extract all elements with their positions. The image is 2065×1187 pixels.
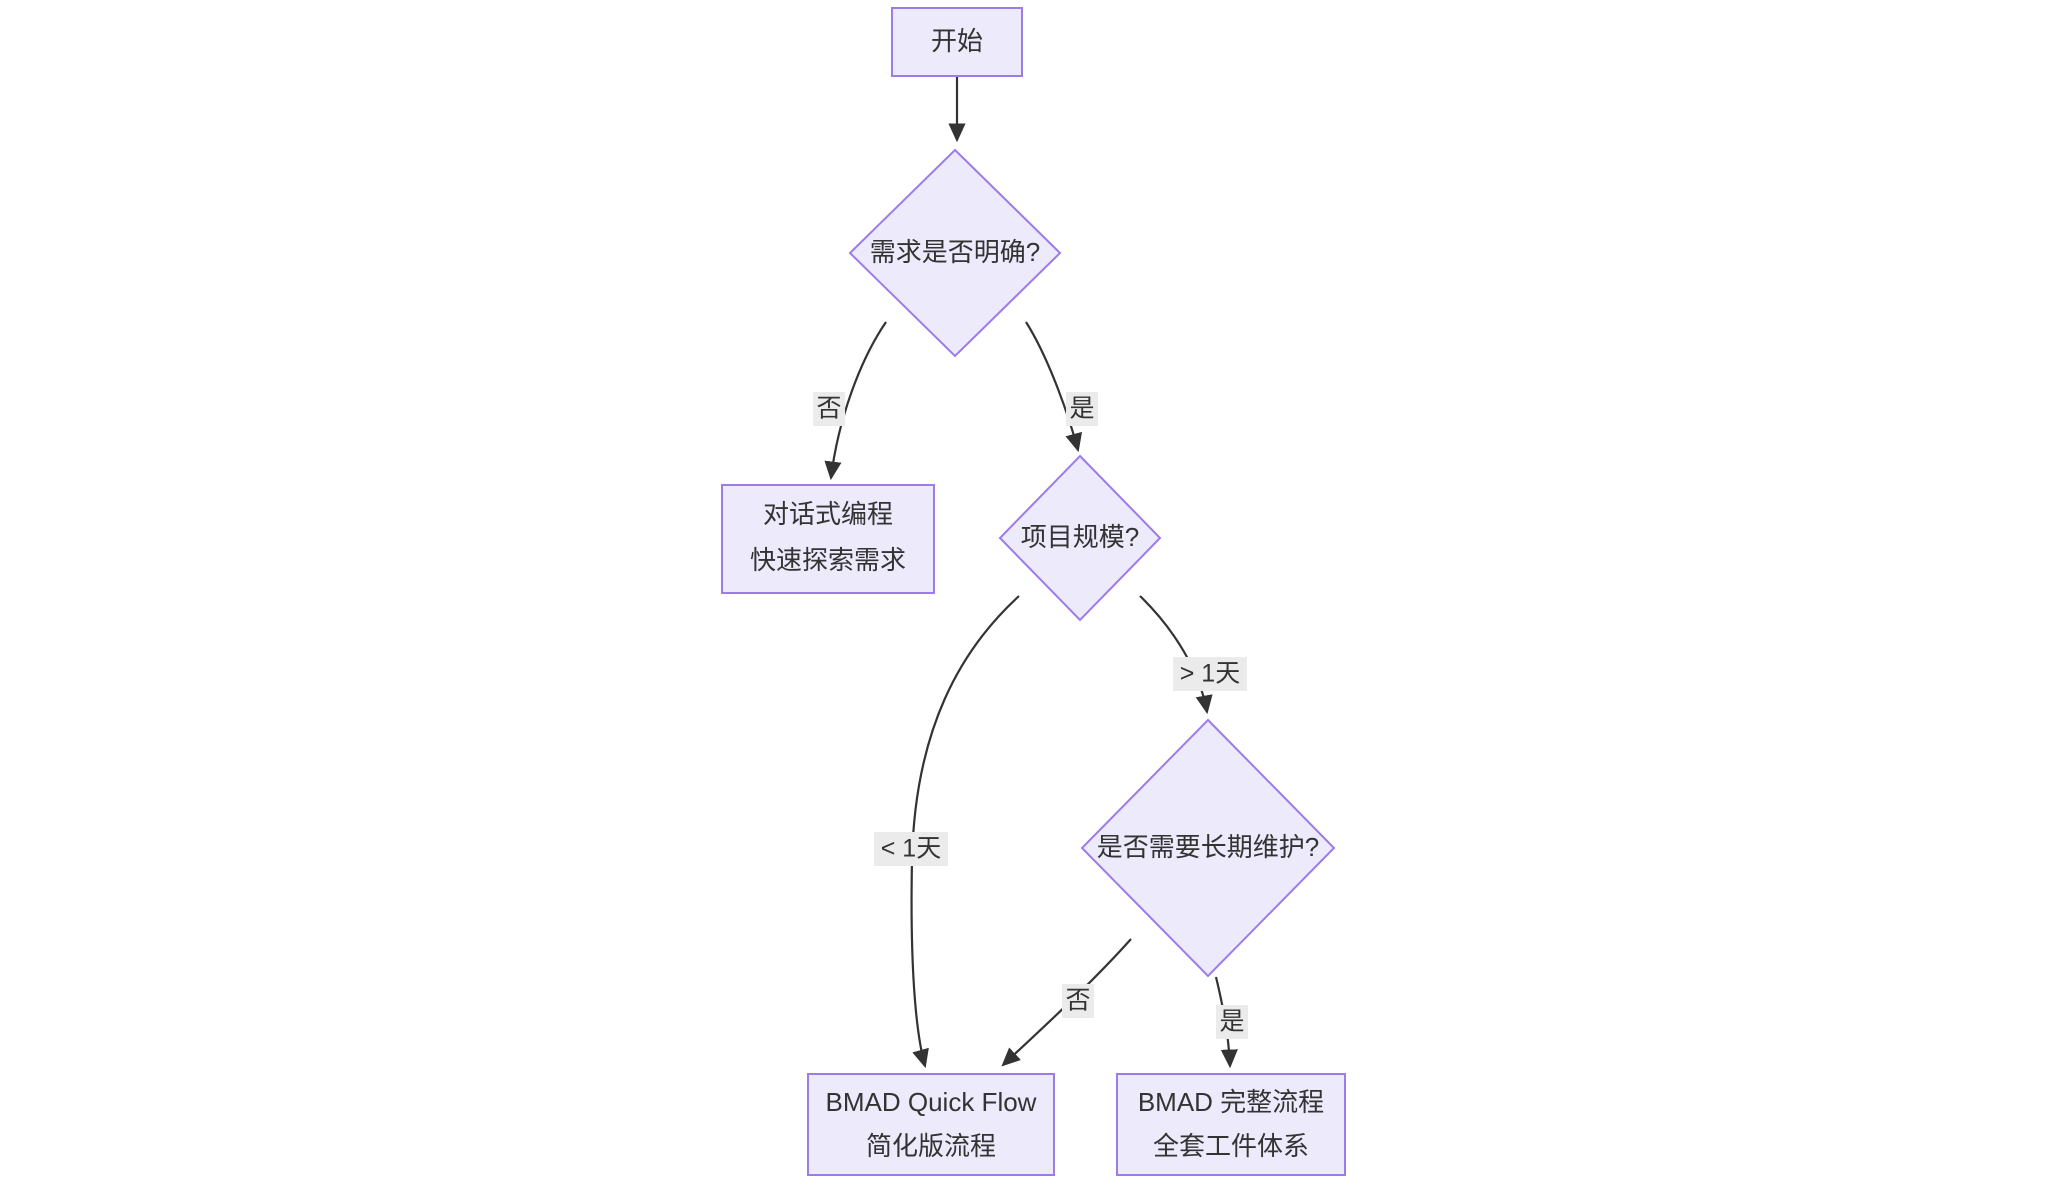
node-conversational-coding[interactable]: 对话式编程 快速探索需求: [721, 484, 935, 594]
node-conversational-coding-shape: [721, 484, 935, 594]
edge-label-no-2-bg: [1062, 984, 1094, 1018]
node-conversational-coding-label-0: 对话式编程: [763, 499, 893, 529]
edge-label-yes-2-bg: [1216, 1005, 1248, 1039]
node-bmad-full-flow-label-0: BMAD 完整流程: [1138, 1087, 1324, 1117]
node-long-term-maintenance-decision[interactable]: 是否需要长期维护?: [1080, 718, 1336, 978]
node-bmad-full-flow-shape: [1116, 1073, 1346, 1176]
edge-d2-to-d3: [1139, 595, 1213, 715]
node-start-label-0: 开始: [931, 26, 983, 56]
node-bmad-full-flow[interactable]: BMAD 完整流程 全套工件体系: [1116, 1073, 1346, 1176]
node-long-term-maintenance-shape: [1080, 718, 1336, 978]
node-bmad-quick-flow-label-1: 简化版流程: [866, 1131, 996, 1161]
edge-d1-to-d2: [1025, 321, 1083, 453]
node-start-shape: [891, 7, 1023, 77]
node-requirement-clear-decision[interactable]: 需求是否明确?: [848, 148, 1062, 358]
node-start[interactable]: 开始: [891, 7, 1023, 77]
edge-label-less-than-1-day-bg: [874, 832, 948, 866]
edge-label-greater-than-1-day: > 1天: [1173, 657, 1247, 691]
edge-label-no-2: 否: [1062, 984, 1094, 1018]
edge-label-no-1-bg: [813, 392, 845, 426]
edge-label-yes-1-bg: [1066, 392, 1098, 426]
edge-label-yes-2-text: 是: [1219, 1008, 1244, 1036]
edge-label-yes-1: 是: [1066, 392, 1098, 426]
edge-label-less-than-1-day-text: < 1天: [881, 835, 941, 863]
edge-label-greater-than-1-day-text: > 1天: [1180, 660, 1240, 688]
edge-label-yes-2: 是: [1216, 1005, 1248, 1039]
node-bmad-quick-flow-shape: [807, 1073, 1055, 1176]
node-requirement-clear-shape: [848, 148, 1062, 358]
edge-d1-to-chat: [824, 321, 887, 481]
node-project-scale-shape: [998, 454, 1162, 622]
node-project-scale-label-0: 项目规模?: [1021, 522, 1139, 552]
edge-label-no-1-text: 否: [816, 395, 841, 423]
edge-labels-layer: 否 是 < 1天 > 1天 否 是: [813, 392, 1248, 1039]
edge-label-no-1: 否: [813, 392, 845, 426]
edge-label-yes-1-text: 是: [1069, 395, 1094, 423]
node-bmad-full-flow-label-1: 全套工件体系: [1153, 1131, 1309, 1161]
node-project-scale-decision[interactable]: 项目规模?: [998, 454, 1162, 622]
node-bmad-quick-flow-label-0: BMAD Quick Flow: [826, 1087, 1037, 1117]
edge-d2-to-quick: [910, 595, 1020, 1069]
edge-label-less-than-1-day: < 1天: [874, 832, 948, 866]
node-bmad-quick-flow[interactable]: BMAD Quick Flow 简化版流程: [807, 1073, 1055, 1176]
node-long-term-maintenance-label-0: 是否需要长期维护?: [1097, 832, 1319, 862]
node-requirement-clear-label-0: 需求是否明确?: [870, 237, 1040, 267]
nodes-layer: 开始 需求是否明确? 对话式编程 快速探索需求 项目规模? 是否需要长期: [721, 7, 1346, 1176]
edge-label-greater-than-1-day-bg: [1173, 657, 1247, 691]
edge-label-no-2-text: 否: [1065, 987, 1090, 1015]
node-conversational-coding-label-1: 快速探索需求: [750, 545, 906, 575]
